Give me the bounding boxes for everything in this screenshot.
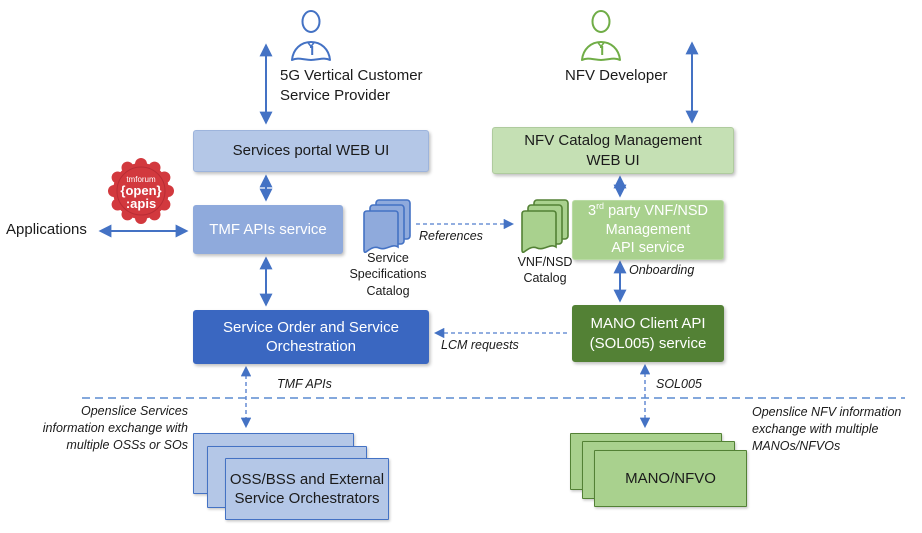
service-specifications-catalog-icon xyxy=(363,199,411,254)
badge-text-tmforum: tmforum xyxy=(126,175,156,184)
badge-text-apis: :apis xyxy=(126,196,156,211)
badge-text-open: {open} xyxy=(120,183,161,198)
mano-nfvo-stack-front: MANO/NFVO xyxy=(594,450,747,507)
customer-person-icon xyxy=(291,10,331,61)
vnf-nsd-catalog-label: VNF/NSD Catalog xyxy=(517,255,573,286)
customer-actor-label: 5G Vertical Customer Service Provider xyxy=(280,67,423,105)
lcm-requests-edge-label: LCM requests xyxy=(441,338,519,352)
nfv-catalog-management-box: NFV Catalog Management WEB UI xyxy=(492,127,734,174)
service-specifications-catalog-label: Service Specifications Catalog xyxy=(349,251,427,298)
tmf-apis-service-box: TMF APIs service xyxy=(193,205,343,254)
oss-bss-stack-front: OSS/BSS and External Service Orchestrato… xyxy=(225,458,389,520)
tmforum-open-apis-badge: tmforum {open} :apis xyxy=(108,158,174,224)
applications-label: Applications xyxy=(6,221,87,238)
mano-nfvo-label: MANO/NFVO xyxy=(625,469,716,487)
service-order-orchestration-box: Service Order and Service Orchestration xyxy=(193,310,429,364)
developer-person-icon xyxy=(581,10,621,61)
sol005-edge-label: SOL005 xyxy=(656,377,702,391)
onboarding-edge-label: Onboarding xyxy=(629,263,695,277)
left-boundary-note: Openslice Services information exchange … xyxy=(42,404,188,452)
developer-actor-label: NFV Developer xyxy=(565,67,668,84)
references-edge-label: References xyxy=(419,229,483,243)
tmf-apis-edge-label: TMF APIs xyxy=(277,377,332,391)
right-boundary-note: Openslice NFV information exchange with … xyxy=(752,405,902,453)
mano-client-api-box: MANO Client API (SOL005) service xyxy=(572,305,724,362)
services-portal-web-ui-box: Services portal WEB UI xyxy=(193,130,429,172)
vnf-nsd-catalog-icon xyxy=(521,199,569,254)
oss-bss-label: OSS/BSS and External Service Orchestrato… xyxy=(229,470,385,508)
